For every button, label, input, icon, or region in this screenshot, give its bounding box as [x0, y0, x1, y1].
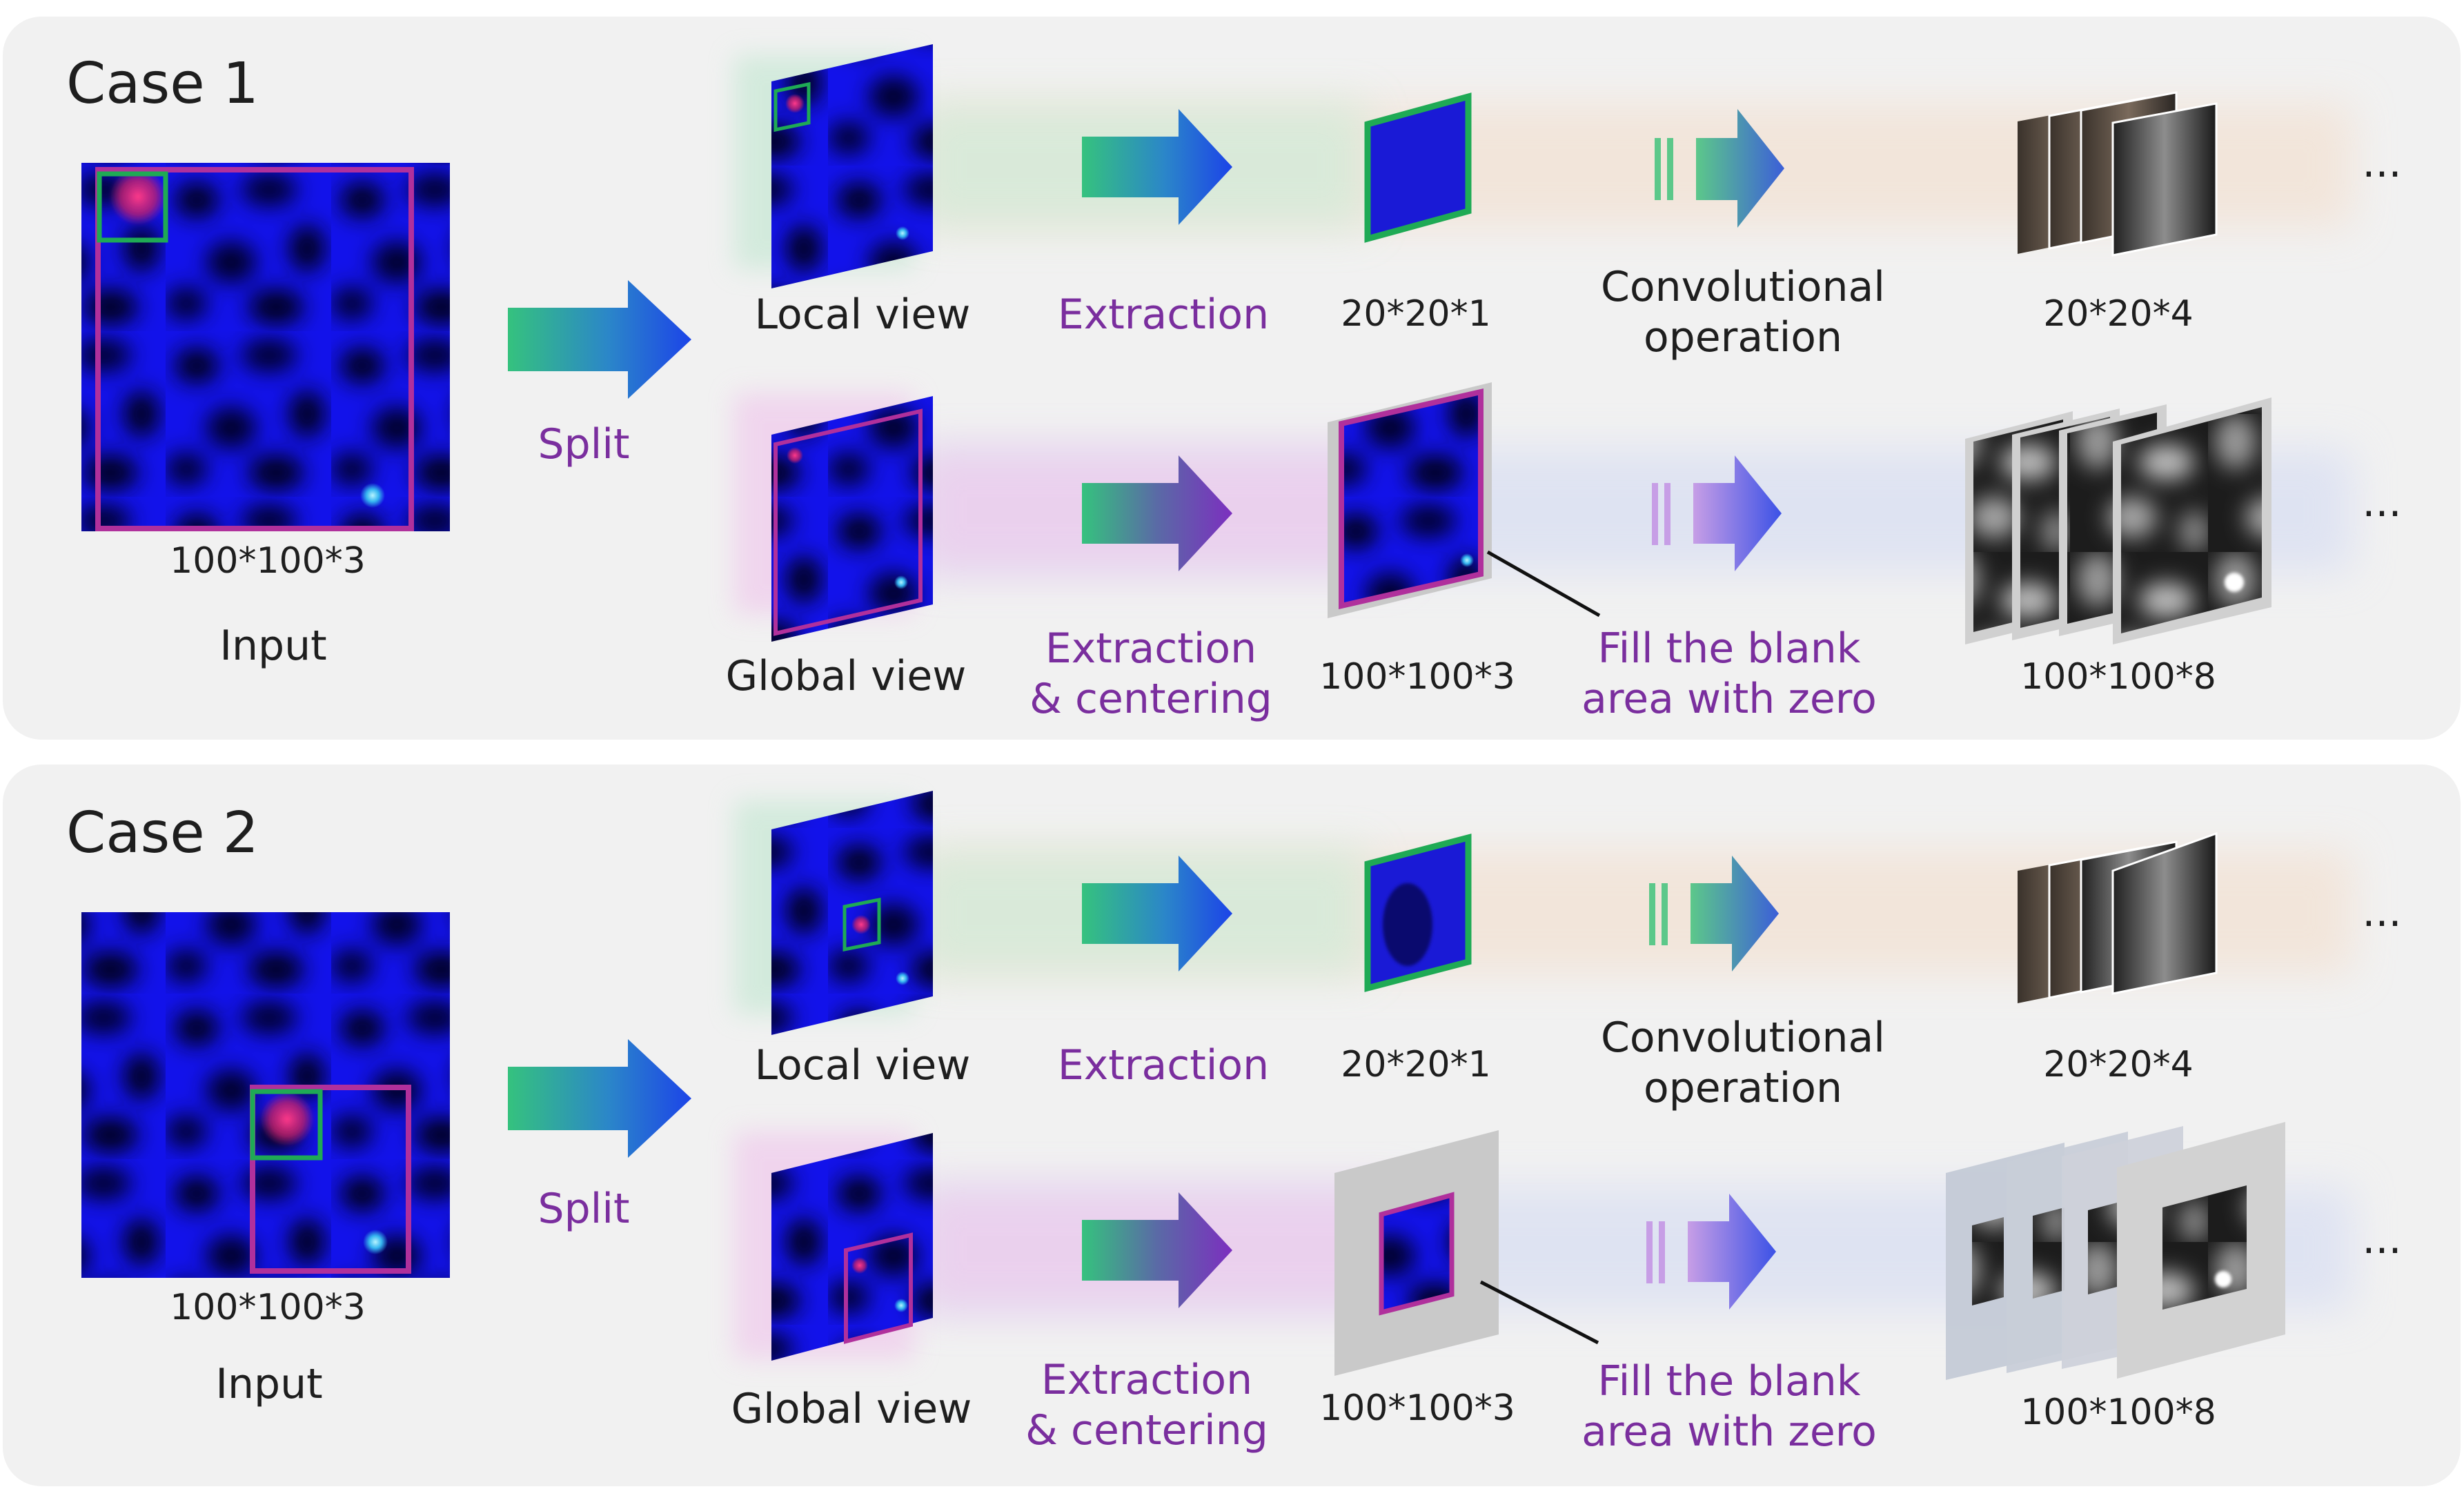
case2-fill-pointer-line: [1479, 1280, 1599, 1345]
case1-split-label: Split: [538, 420, 630, 469]
case2-split-arrow: [508, 1039, 691, 1158]
case1-local-ellipsis: ...: [2362, 139, 2402, 187]
case1-local-view-box: [773, 81, 811, 132]
case2-local-extraction-arrow: [1082, 856, 1232, 972]
case1-input-label: Input: [219, 622, 327, 670]
case2-title: Case 2: [66, 800, 259, 866]
case2-input-global-box: [250, 1085, 411, 1274]
case1-global-view-map: [771, 396, 933, 642]
case1-global-view-label: Global view: [725, 652, 967, 700]
case2-input-size: 100*100*3: [170, 1287, 366, 1328]
case2-diagram: [81, 791, 2353, 1380]
case1-local-output-size: 20*20*1: [1341, 293, 1491, 335]
case2-local-ellipsis: ...: [2362, 888, 2402, 936]
case1-fill-label: Fill the blank area with zero: [1581, 624, 1877, 724]
case2-global-feature-size: 100*100*8: [2020, 1392, 2216, 1433]
case2-local-view-map: [771, 791, 933, 1035]
case2-local-view-label: Local view: [754, 1041, 971, 1089]
case1-fill-label-line2: area with zero: [1581, 675, 1877, 724]
case1-input-size: 100*100*3: [170, 540, 366, 582]
case1-local-feature-maps: [2018, 91, 2218, 257]
case2-conv-label-line2: operation: [1643, 1064, 1843, 1113]
case2-local-feature-size: 20*20*4: [2043, 1044, 2194, 1085]
case1-global-conv-arrow: [1693, 455, 1782, 571]
case2-fill-label: Fill the blank area with zero: [1581, 1357, 1877, 1457]
case1-global-step-label: Extraction & centering: [1029, 624, 1272, 724]
case2-fill-label-line1: Fill the blank: [1597, 1357, 1861, 1406]
case1-conv-label-line2: operation: [1643, 313, 1843, 362]
case1-local-patch: [1364, 92, 1472, 243]
case2-global-view-box: [844, 1232, 913, 1344]
case1-global-feature-maps: [1965, 397, 2271, 644]
case2-local-feature-maps: [2018, 831, 2218, 1003]
case2-input-local-box: [250, 1089, 323, 1161]
case1-global-view-box: [773, 408, 923, 636]
case1-local-feature-size: 20*20*4: [2043, 293, 2194, 335]
case1-title: Case 1: [66, 51, 259, 117]
case1-split-arrow: [508, 280, 691, 399]
case2-local-view-box: [842, 897, 881, 952]
case2-input-label: Input: [215, 1360, 323, 1408]
case2-global-patch: [1379, 1192, 1455, 1316]
case2-global-ellipsis: ...: [2362, 1215, 2402, 1263]
case2-local-output-size: 20*20*1: [1341, 1044, 1491, 1085]
case2-conv-label: Convolutional operation: [1601, 1013, 1885, 1114]
case2-global-view-label: Global view: [731, 1385, 972, 1433]
case1-global-output-size: 100*100*3: [1319, 656, 1515, 698]
case1-conv-label: Convolutional operation: [1601, 262, 1885, 363]
case2-global-extraction-arrow: [1082, 1192, 1232, 1308]
case2-split-label: Split: [538, 1185, 630, 1233]
case1-diagram: [81, 44, 2353, 644]
case1-global-extraction-arrow: [1082, 455, 1232, 571]
case1-fill-label-line1: Fill the blank: [1597, 624, 1861, 673]
case2-fill-label-line2: area with zero: [1581, 1408, 1877, 1457]
case1-local-conv-arrow: [1696, 109, 1784, 228]
case1-fill-pointer-line: [1486, 550, 1601, 618]
case2-local-conv-arrow: [1691, 856, 1779, 972]
case1-local-view-label: Local view: [754, 290, 971, 339]
case1-global-step-line2: & centering: [1029, 675, 1272, 724]
case1-local-extraction-arrow: [1082, 109, 1232, 225]
case1-global-step-line1: Extraction: [1045, 624, 1257, 673]
case1-global-patch: [1339, 388, 1484, 610]
case1-input-global-box: [95, 167, 414, 531]
case2-global-output-size: 100*100*3: [1319, 1388, 1515, 1429]
case2-global-step-line1: Extraction: [1041, 1356, 1253, 1404]
case2-global-conv-arrow: [1688, 1194, 1776, 1310]
case2-conv-label-line1: Convolutional: [1601, 1014, 1885, 1062]
case1-local-step-label: Extraction: [1057, 290, 1270, 339]
case1-conv-label-line1: Convolutional: [1601, 263, 1885, 311]
case1-input-local-box: [97, 171, 168, 243]
case1-global-ellipsis: ...: [2362, 478, 2402, 526]
case2-global-feature-maps: [1946, 1122, 2285, 1380]
case1-local-view-map: [771, 44, 933, 288]
case2-local-step-label: Extraction: [1057, 1041, 1270, 1089]
case2-global-step-label: Extraction & centering: [1025, 1355, 1268, 1456]
case2-input-map: [81, 912, 450, 1278]
case2-global-step-line2: & centering: [1025, 1406, 1268, 1455]
case1-global-feature-size: 100*100*8: [2020, 656, 2216, 698]
